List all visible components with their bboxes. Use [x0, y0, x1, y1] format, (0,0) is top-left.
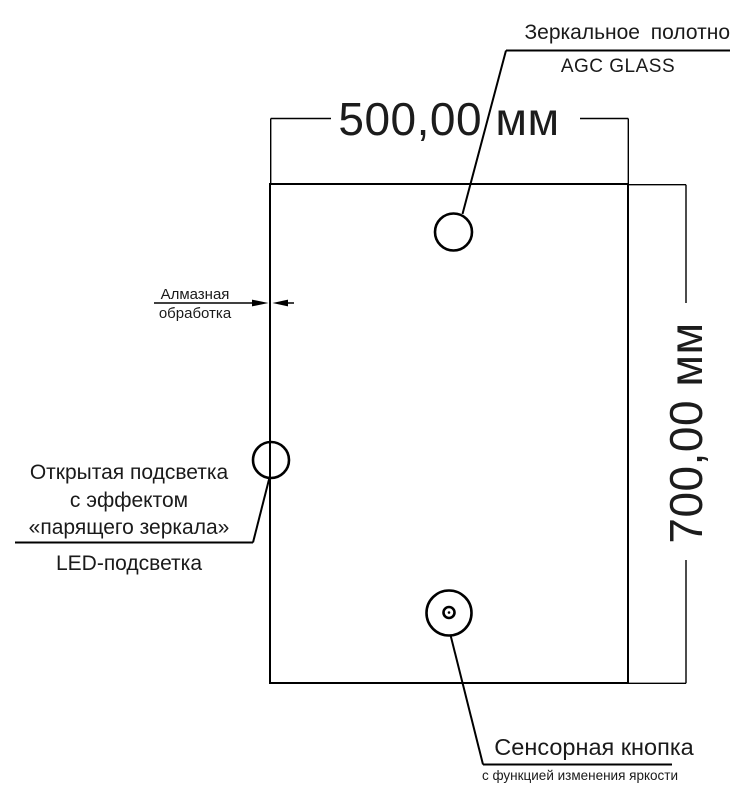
- edge-arrowhead-left-icon: [272, 299, 288, 307]
- mirror-panel-leader-line: [461, 50, 507, 215]
- mirror-panel-subtitle: AGC GLASS: [560, 56, 676, 77]
- edge-processing-label-line1: Алмазная: [160, 286, 230, 303]
- width-dimension-label: 500,00 мм: [338, 93, 560, 145]
- width-dimension-lines: [270, 117, 629, 184]
- backlight-callout: [15, 440, 291, 544]
- touch-button-leader-line: [449, 634, 484, 765]
- backlight-label: Открытая подсветка с эффектом «парящего …: [8, 459, 250, 542]
- touch-button-subtitle: с функцией изменения яркости: [481, 768, 679, 783]
- mirror-panel-title: Зеркальное полотно: [524, 21, 730, 44]
- mirror-panel-callout: [433, 49, 730, 252]
- backlight-label-line1: Открытая подсветка: [29, 461, 229, 484]
- backlight-label-line3: «парящего зеркала»: [28, 516, 230, 539]
- backlight-leader-line: [252, 477, 271, 543]
- backlight-label-line2: с эффектом: [69, 488, 189, 512]
- touch-button-callout: [425, 589, 672, 766]
- touch-sensor-dot-icon: [447, 611, 451, 614]
- edge-processing-label-line2: обработка: [158, 305, 232, 322]
- led-backlight-label: LED-подсветка: [55, 552, 203, 575]
- height-dimension-label: 700,00 мм: [660, 322, 712, 544]
- mirror-panel-callout-circle: [433, 212, 474, 252]
- edge-processing-callout: [154, 299, 294, 307]
- touch-button-title: Сенсорная кнопка: [494, 734, 694, 760]
- backlight-callout-circle: [251, 440, 291, 480]
- edge-arrowhead-right-icon: [252, 299, 269, 307]
- height-dimension-lines: [628, 184, 687, 684]
